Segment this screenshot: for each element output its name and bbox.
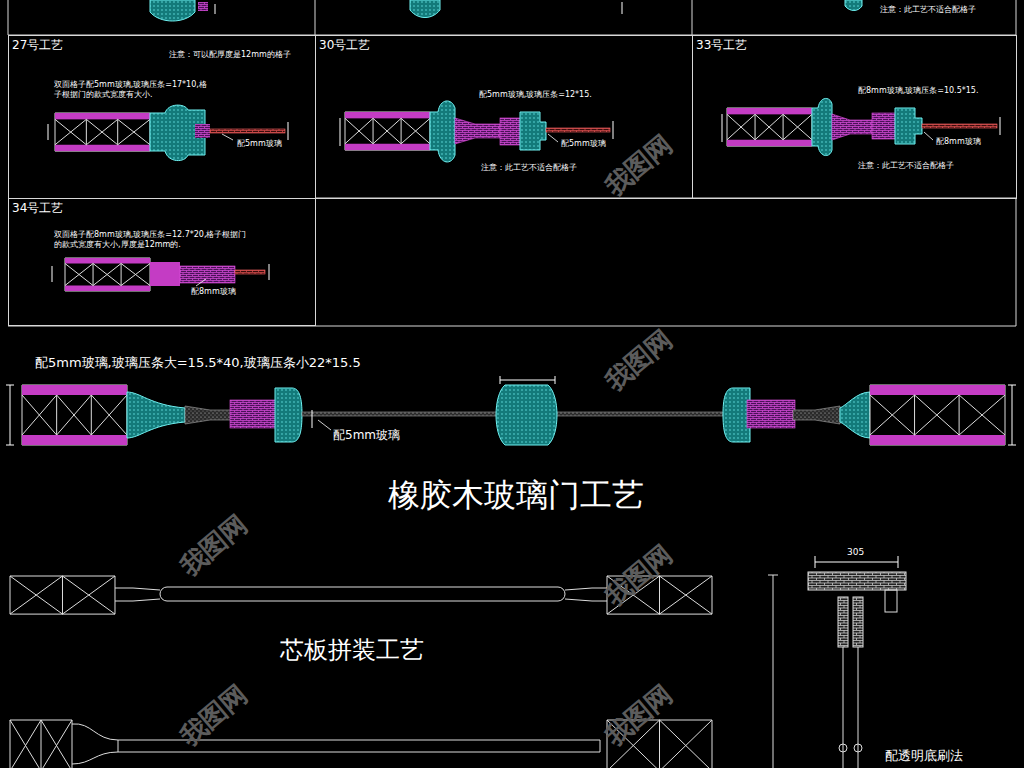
annotation: 配5mm玻璃,玻璃压条大=15.5*40,玻璃压条小22*15.5 (35, 355, 361, 371)
cell-heading: 33号工艺 (696, 38, 747, 53)
watermark: 我图网 (174, 679, 254, 753)
note-text: 配5mm玻璃 (237, 139, 282, 149)
watermark: 我图网 (599, 324, 679, 398)
cell-heading: 30号工艺 (319, 38, 370, 53)
profile-33 (722, 98, 1000, 155)
watermark: 我图网 (174, 509, 254, 583)
side-detail (768, 556, 906, 768)
cell-heading: 27号工艺 (12, 38, 63, 53)
process-cell: 33号工艺配8mm玻璃,玻璃压条=10.5*15. 配8mm玻璃注意：此工艺不适合… (692, 35, 1017, 199)
annotation: 305 (845, 547, 866, 558)
note-text: 配5mm玻璃 (561, 139, 606, 149)
watermark: 我图网 (599, 679, 679, 753)
profile-30 (340, 101, 613, 162)
cell-heading: 34号工艺 (12, 201, 63, 216)
note-text: 配5mm玻璃,玻璃压条=12*15. (479, 90, 592, 100)
note-text: 双面格子配5mm玻璃,玻璃压条=17*10,格子根据门的款式宽度有大小. (54, 80, 214, 100)
process-cell: 27号工艺注意：可以配厚度是12mm的格子双面格子配5mm玻璃,玻璃压条=17*… (8, 35, 316, 199)
note-text: 注意：此工艺不适合配格子 (481, 163, 577, 173)
annotation: 配透明底刷法 (885, 748, 963, 764)
top-row (8, 0, 1016, 35)
note-text: 双面格子配8mm玻璃,玻璃压条=12.7*20,格子根据门的款式宽度有大小,厚度… (54, 230, 254, 250)
section-title: 芯板拼装工艺 (280, 636, 424, 665)
glass-door-section (6, 376, 1016, 445)
annotation: 配5mm玻璃 (333, 428, 400, 442)
note-text: 注意：此工艺不适合配格子 (858, 161, 954, 171)
note-text: 配8mm玻璃 (936, 137, 981, 147)
process-cell: 34号工艺双面格子配8mm玻璃,玻璃压条=12.7*20,格子根据门的款式宽度有… (8, 198, 316, 326)
section-title: 橡胶木玻璃门工艺 (388, 476, 644, 514)
panel-assembly (10, 576, 712, 768)
note-text: 配8mm玻璃,玻璃压条=10.5*15. (858, 86, 978, 96)
profile-34 (52, 258, 269, 291)
annotation: 注意：此工艺不适合配格子 (880, 5, 976, 15)
note-text: 注意：可以配厚度是12mm的格子 (169, 50, 291, 60)
watermark: 我图网 (599, 129, 679, 203)
note-text: 配8mm玻璃 (191, 287, 236, 297)
profile-27 (48, 105, 288, 161)
